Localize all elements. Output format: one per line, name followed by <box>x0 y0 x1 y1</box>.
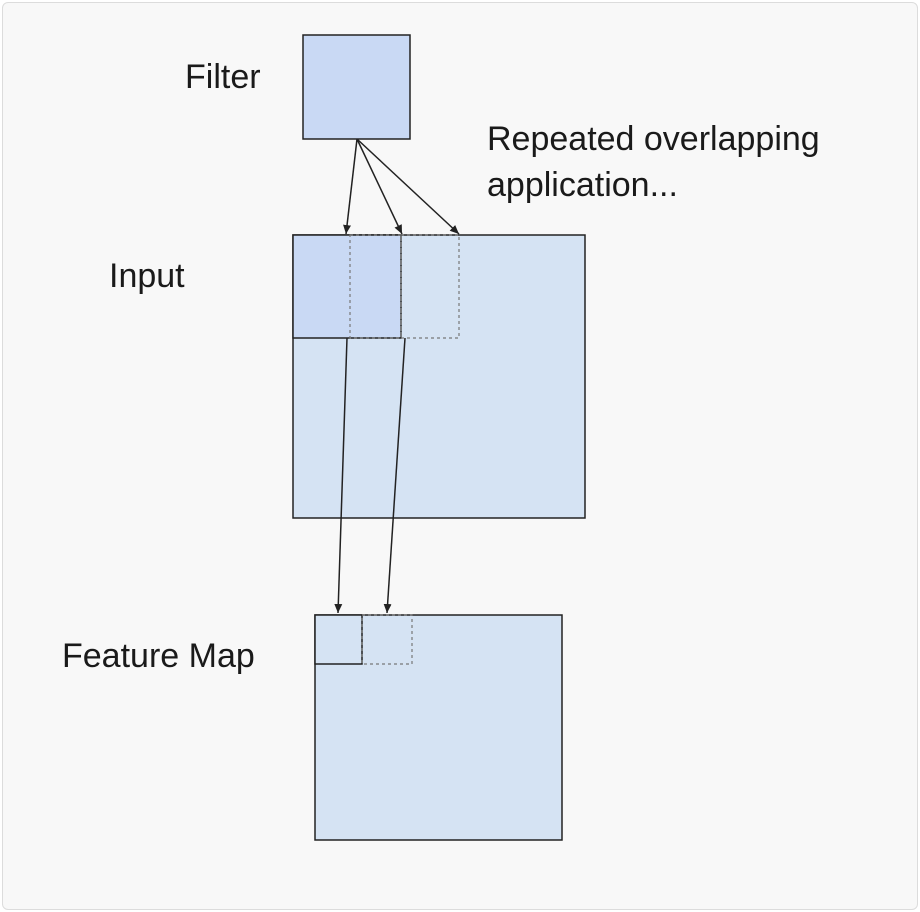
input-filter-window <box>292 234 402 339</box>
arrow-filter-to-window-1 <box>343 138 358 235</box>
feature-map-next-cell <box>361 614 413 665</box>
filter-box <box>302 34 411 140</box>
arrow-window-to-cell-2 <box>383 337 406 614</box>
arrow-filter-to-window-3 <box>356 138 460 235</box>
arrow-window-to-cell-1 <box>334 337 348 614</box>
feature-map-cell <box>314 614 363 665</box>
repeated-note-line-2: application... <box>487 166 678 204</box>
arrow-filter-to-window-2 <box>356 138 403 235</box>
feature-map-label: Feature Map <box>62 637 255 675</box>
input-shifted-window-2 <box>400 234 460 339</box>
filter-label: Filter <box>185 58 261 96</box>
repeated-note-line-1: Repeated overlapping <box>487 120 820 158</box>
input-label: Input <box>109 257 185 295</box>
repeated-application-note: Repeated overlapping application... <box>487 116 820 208</box>
